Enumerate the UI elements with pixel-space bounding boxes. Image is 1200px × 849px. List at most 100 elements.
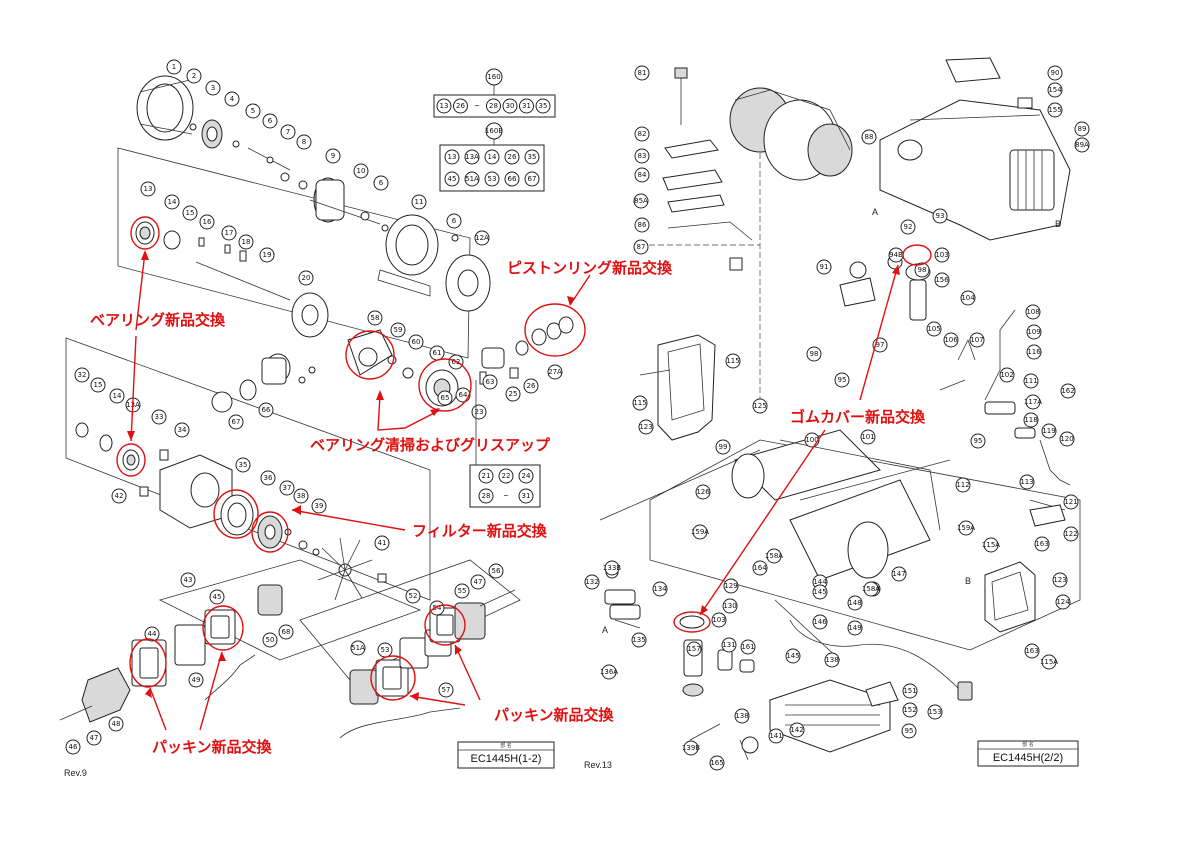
left-title-label: EC1445H(1-2) [471,753,542,765]
svg-text:66: 66 [508,175,517,183]
view-letter-b-bottom: B [965,576,971,586]
svg-text:153: 153 [928,708,941,716]
svg-text:19: 19 [263,251,272,259]
kit-item-balloon: 24 [518,468,534,484]
svg-text:123: 123 [1053,576,1066,584]
svg-text:115A: 115A [982,541,1000,549]
note-filter-replace: フィルター新品交換 [412,522,548,540]
svg-text:27A: 27A [548,368,562,376]
kit-item-balloon: 35 [524,149,540,165]
svg-text:113: 113 [1020,478,1033,486]
svg-text:123: 123 [639,423,652,431]
part-number-balloon: 145 [785,648,801,664]
svg-text:163: 163 [1025,647,1038,655]
view-letter-a-bottom: A [602,625,608,635]
svg-text:5: 5 [251,107,255,115]
part-number-balloon: 100 [804,432,820,448]
part-number-balloon: 37 [279,480,295,496]
part-number-balloon: 95 [901,723,917,739]
svg-text:82: 82 [638,130,647,138]
svg-text:104: 104 [961,294,975,302]
svg-text:162: 162 [1061,387,1074,395]
svg-text:130: 130 [723,602,736,610]
kit-item-balloon: 26 [504,149,520,165]
svg-text:32: 32 [78,371,87,379]
part-number-balloon: 111 [1023,373,1039,389]
svg-text:135: 135 [632,636,645,644]
svg-text:95: 95 [838,376,847,384]
connecting-rod [347,329,393,376]
part-number-balloon: 65 [437,390,453,406]
svg-text:103: 103 [712,616,725,624]
svg-text:145: 145 [813,588,826,596]
part-number-balloon: 41 [374,535,390,551]
svg-text:25: 25 [509,390,518,398]
svg-text:43: 43 [184,576,193,584]
part-number-balloon: 34 [174,422,190,438]
svg-text:148: 148 [848,599,861,607]
svg-text:31: 31 [522,492,531,500]
svg-text:34: 34 [178,426,187,434]
svg-text:121: 121 [1064,498,1077,506]
part-number-balloon: 57 [438,682,454,698]
svg-text:126: 126 [696,488,710,496]
part-number-balloon: 9 [325,148,341,164]
part-number-balloon: 66 [258,402,274,418]
svg-text:83: 83 [638,152,647,160]
note-gasket-replace-right: パッキン新品交換 [494,706,615,724]
part-number-balloon: 14 [164,194,180,210]
svg-text:44: 44 [148,630,157,638]
part-number-balloon: 107 [969,332,985,348]
svg-text:14: 14 [168,198,177,206]
svg-text:81: 81 [638,69,647,77]
part-number-balloon: 155 [1047,102,1063,118]
cylinder-head [81,667,131,723]
svg-text:111: 111 [1024,377,1037,385]
part-number-balloon: 141 [768,728,784,744]
part-number-balloon: 112 [955,477,971,493]
kit-item-balloon: 28 [478,488,494,504]
part-number-balloon: 115A [1040,654,1058,670]
svg-text:47: 47 [90,734,99,742]
kit-item-balloon: 22 [498,468,514,484]
front-housing [445,254,491,312]
svg-text:45: 45 [448,175,457,183]
right-title-caption: 部 名 [1022,741,1034,748]
part-number-balloon: 108 [1025,304,1041,320]
note-gasket-replace-left: パッキン新品交換 [152,738,273,756]
part-number-balloon: 104 [960,290,976,306]
svg-text:115A: 115A [1040,658,1058,666]
tank-frame [779,439,951,531]
part-number-balloon: 3 [205,80,221,96]
svg-text:89: 89 [1078,125,1087,133]
svg-text:131: 131 [722,641,735,649]
part-number-balloon: 14 [109,388,125,404]
part-number-balloon: 6 [262,113,278,129]
svg-text:50: 50 [266,636,275,644]
svg-text:28: 28 [482,492,491,500]
rotor [309,177,381,225]
part-number-balloon: 151 [902,683,918,699]
part-number-balloon: 139B [682,740,700,756]
part-number-balloon: 90 [1047,65,1063,81]
motor-assembly-sketch [729,87,853,181]
part-number-balloon: 89 [1074,121,1090,137]
part-number-balloon: 103 [711,612,727,628]
part-number-balloon: 7 [280,124,296,140]
second-head-gasket [375,659,409,697]
part-number-balloon: 95 [834,372,850,388]
filter-cover [257,515,283,549]
part-number-balloon: 133B [603,560,621,576]
part-number-balloon: 50 [262,632,278,648]
handle-left [657,334,716,441]
kit-item-balloon: 13A [464,149,480,165]
part-number-balloon: 159A [691,524,709,540]
svg-text:124: 124 [1056,598,1070,606]
part-number-balloon: 18 [238,234,254,250]
svg-text:159A: 159A [691,528,709,536]
part-number-balloon: 33 [151,409,167,425]
svg-text:142: 142 [790,726,803,734]
part-number-balloon: 6 [373,175,389,191]
